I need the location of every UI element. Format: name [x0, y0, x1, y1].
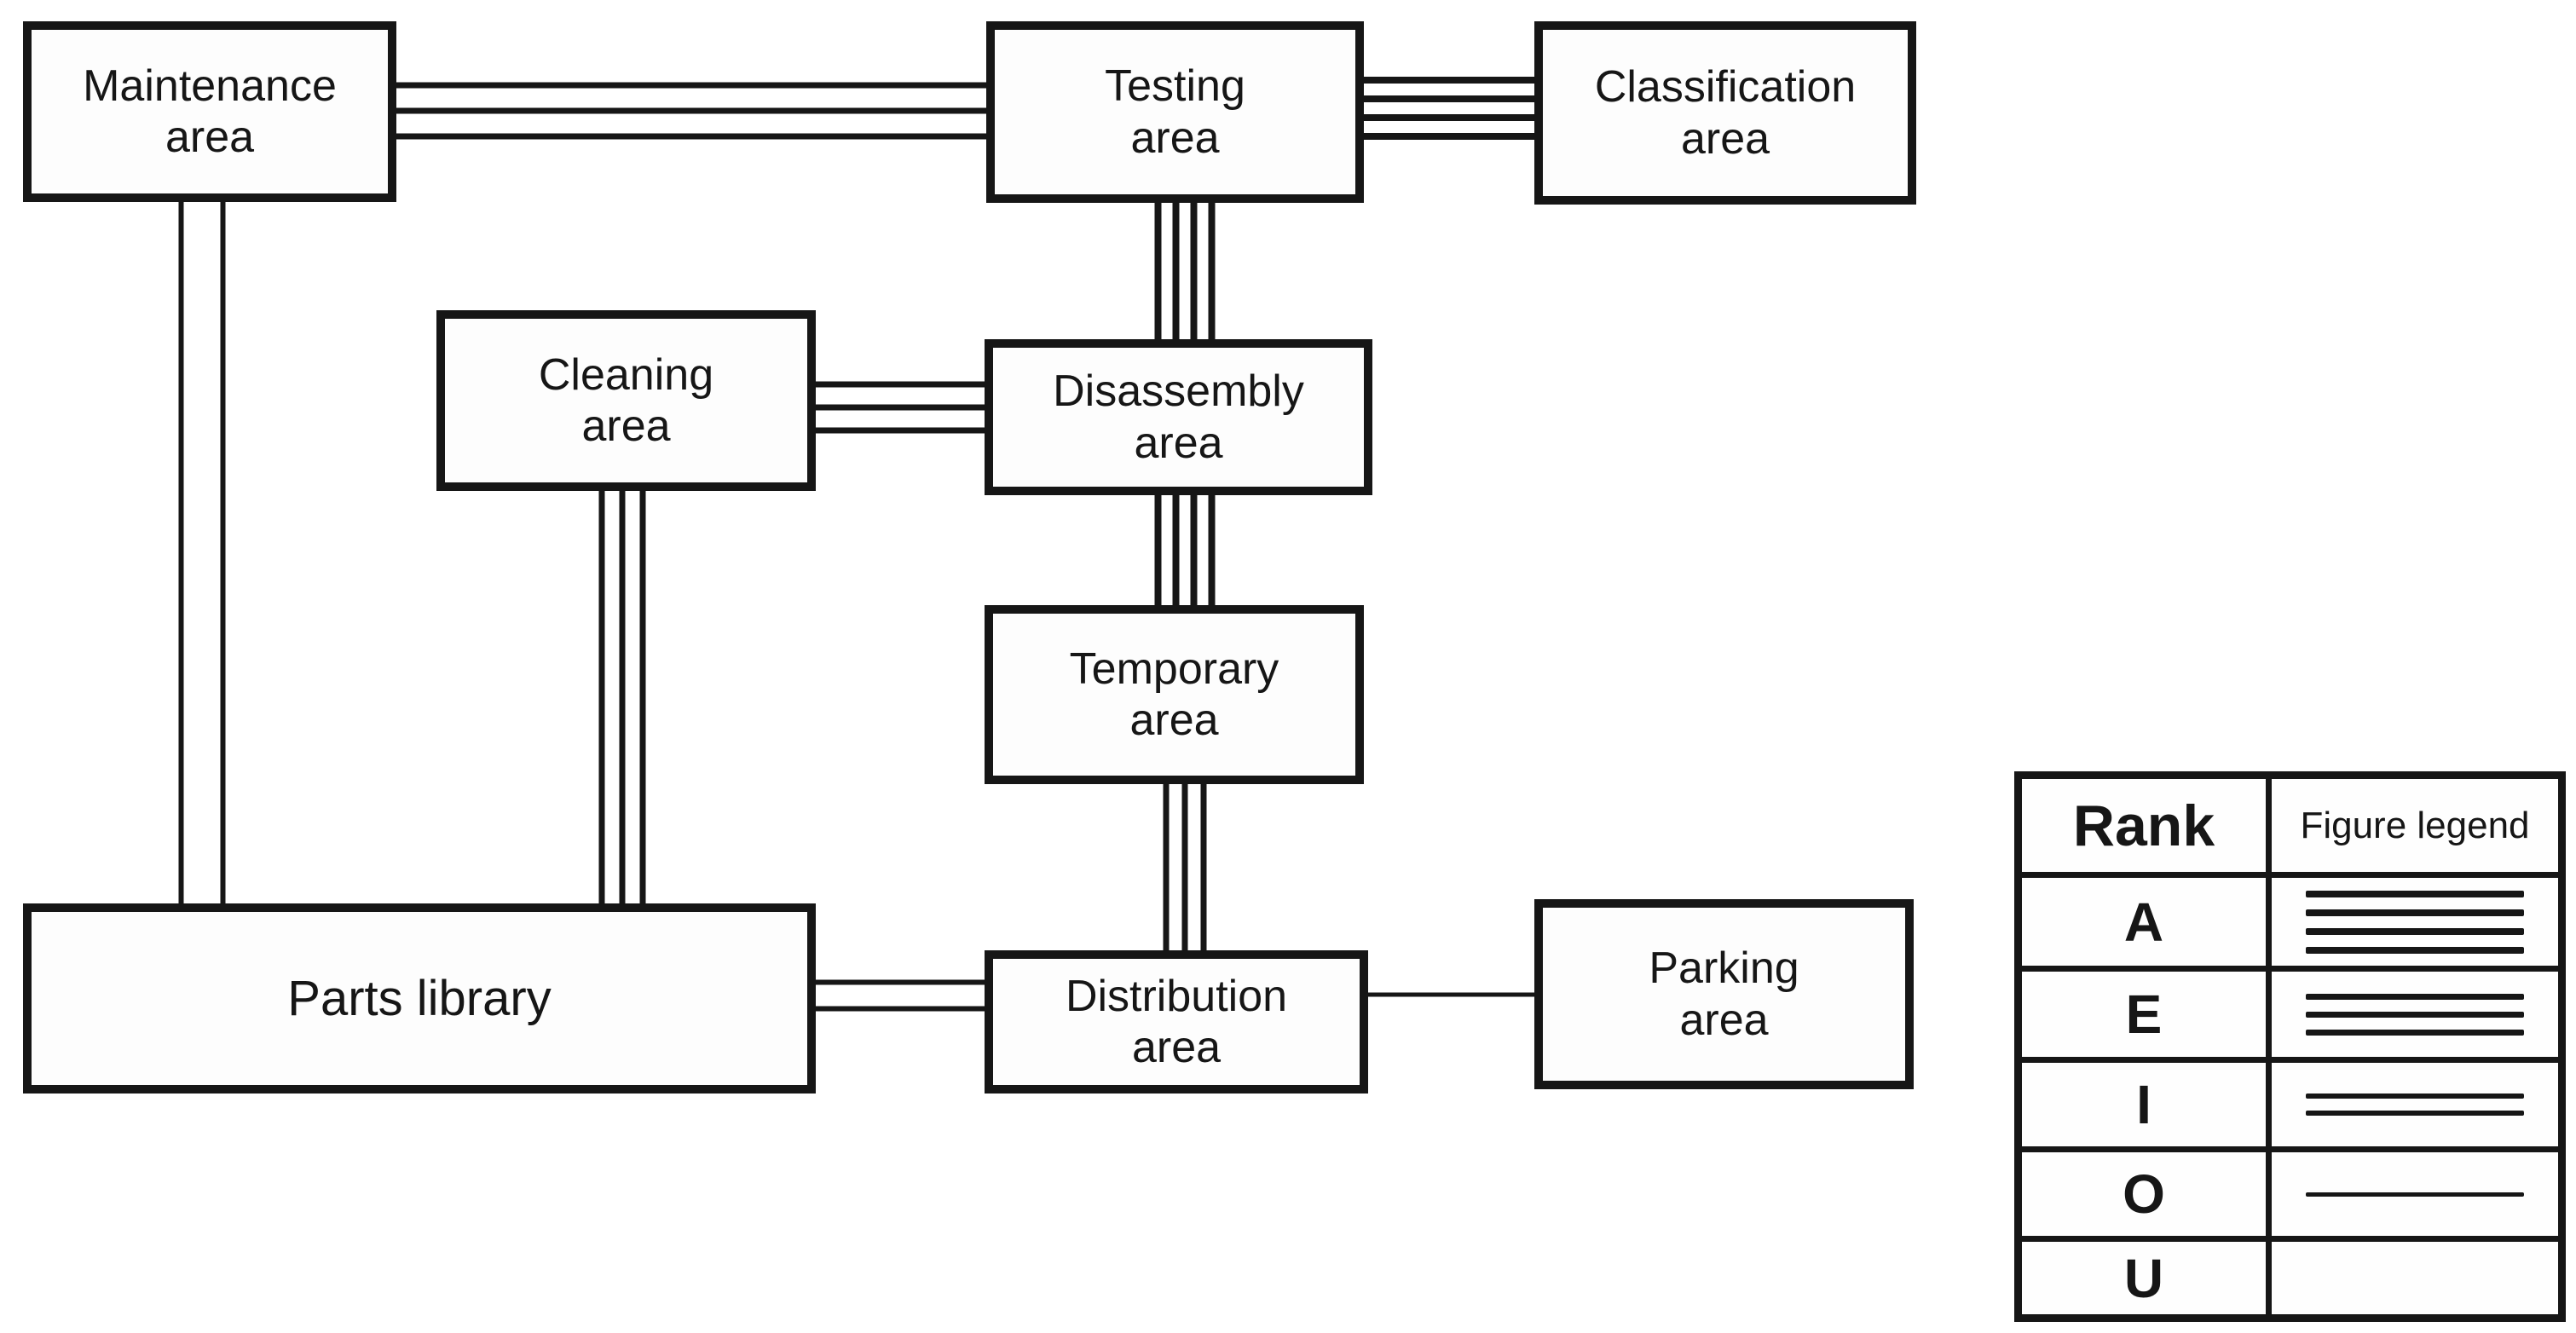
node-label: Classification area [1594, 62, 1857, 164]
node-distribution-area: Distribution area [985, 950, 1368, 1094]
legend-rank-line-sample [2272, 1152, 2558, 1236]
legend-row-rank-e: E [2022, 966, 2558, 1057]
node-parts-library: Parts library [23, 903, 816, 1094]
node-parking-area: Parking area [1534, 899, 1914, 1089]
legend-line [2306, 946, 2524, 954]
legend-line [2306, 909, 2524, 916]
node-label: Temporary area [1069, 643, 1279, 745]
legend-rank-header: Rank [2022, 779, 2272, 872]
legend-rank-line-sample [2272, 972, 2558, 1057]
legend-row-rank-i: I [2022, 1057, 2558, 1146]
legend-rank-line-sample [2272, 1242, 2558, 1314]
legend-figure-header: Figure legend [2300, 804, 2530, 846]
node-label: Maintenance area [83, 61, 337, 162]
node-label: Testing area [1105, 61, 1245, 163]
legend-line [2306, 1094, 2524, 1099]
node-label: Disassembly area [1053, 366, 1304, 468]
legend-line [2306, 993, 2524, 1000]
legend-rank-letter: I [2022, 1063, 2272, 1146]
legend-rank-letter: U [2022, 1242, 2272, 1314]
legend-rank-line-sample [2272, 1063, 2558, 1146]
node-disassembly-area: Disassembly area [985, 339, 1372, 495]
node-label: Parts library [287, 970, 552, 1026]
node-temporary-area: Temporary area [985, 605, 1364, 784]
legend-line [2306, 890, 2524, 897]
legend-table: Rank Figure legend A E I O U [2014, 771, 2566, 1322]
legend-row-rank-a: A [2022, 872, 2558, 966]
node-cleaning-area: Cleaning area [436, 310, 816, 491]
node-label: Parking area [1649, 943, 1799, 1045]
legend-rank-letter: E [2022, 972, 2272, 1057]
node-maintenance-area: Maintenance area [23, 21, 396, 202]
node-label: Cleaning area [538, 349, 714, 451]
legend-row-rank-o: O [2022, 1146, 2558, 1236]
legend-row-rank-u: U [2022, 1236, 2558, 1314]
node-classification-area: Classification area [1534, 21, 1916, 205]
node-label: Distribution area [1065, 971, 1288, 1072]
legend-rank-line-sample [2272, 878, 2558, 966]
legend-line [2306, 1029, 2524, 1036]
node-testing-area: Testing area [986, 21, 1364, 203]
legend-line [2306, 1011, 2524, 1018]
legend-line [2306, 1192, 2524, 1197]
legend-rank-letter: A [2022, 878, 2272, 966]
legend-rank-letter: O [2022, 1152, 2272, 1236]
legend-header-row: Rank Figure legend [2022, 779, 2558, 872]
legend-line [2306, 927, 2524, 935]
legend-line [2306, 1111, 2524, 1116]
